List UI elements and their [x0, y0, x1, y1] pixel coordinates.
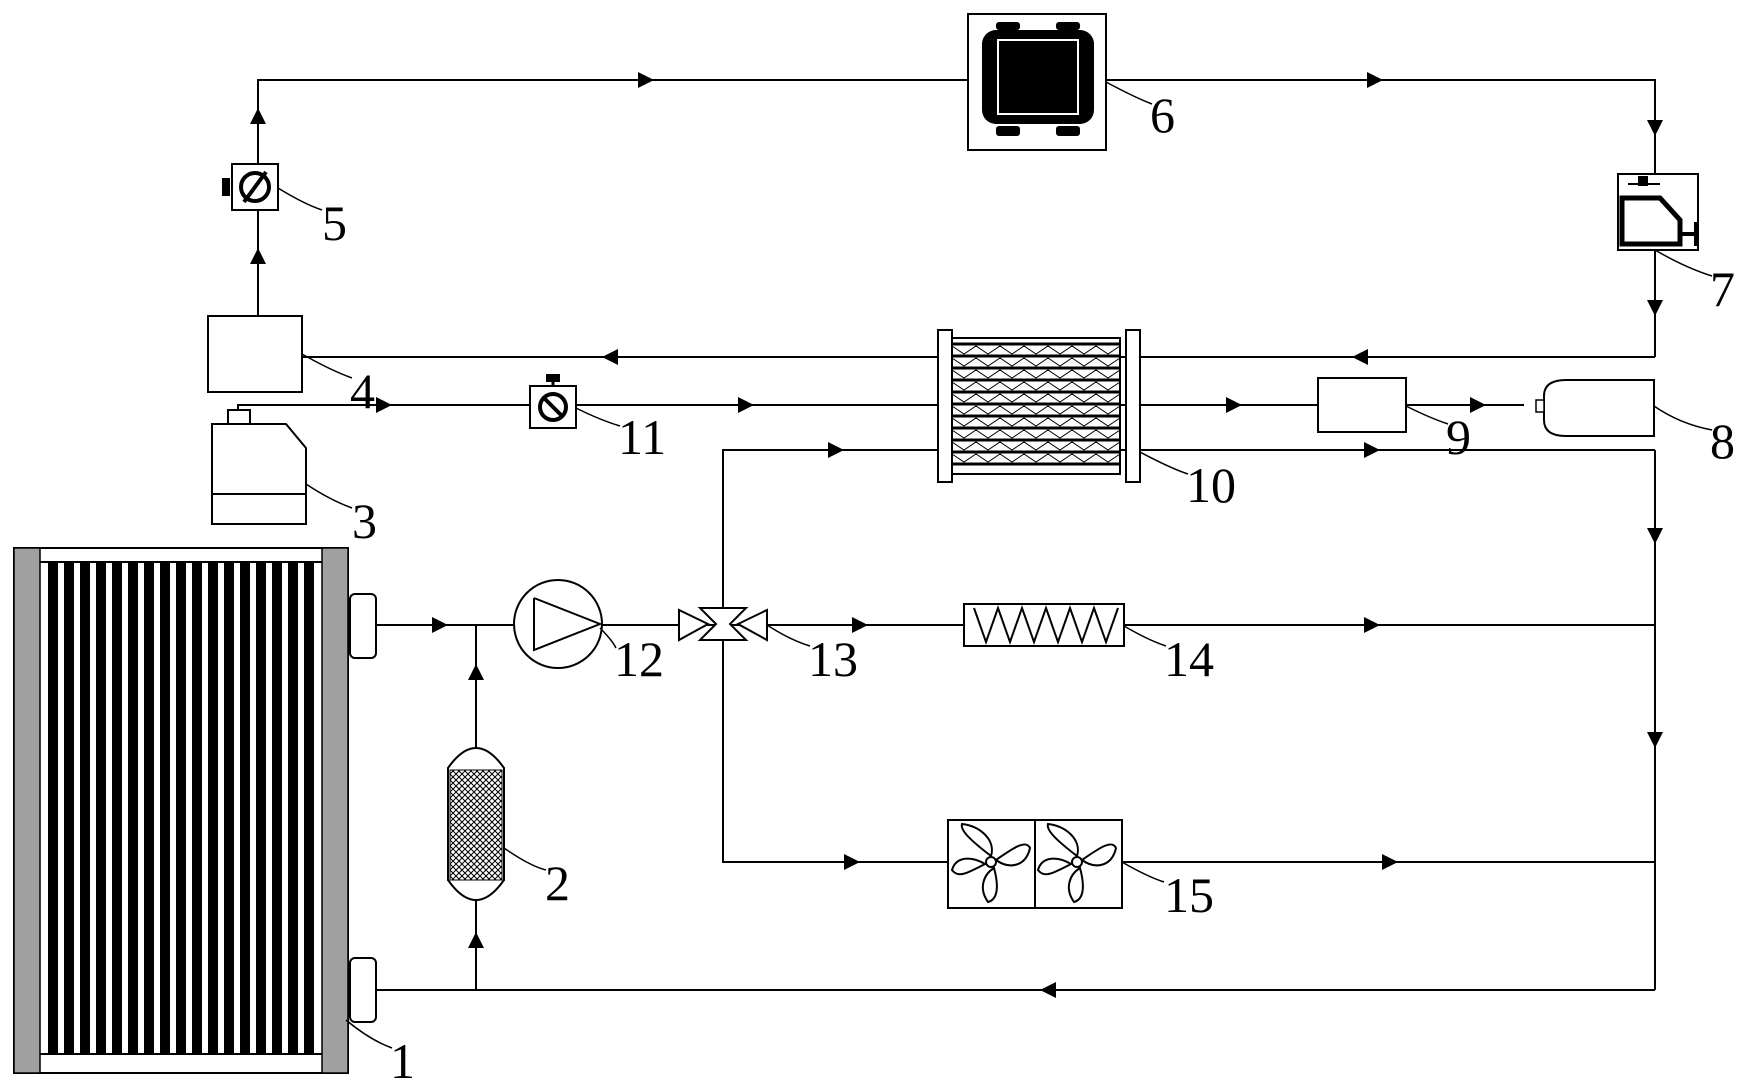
leader-1	[346, 1020, 392, 1048]
stack-plate	[224, 562, 234, 1054]
label-6: 6	[1150, 87, 1175, 143]
arrow-up	[250, 248, 266, 264]
leader-6	[1106, 82, 1152, 104]
stack-plate	[96, 562, 106, 1054]
stack-plate	[240, 562, 250, 1054]
component-6-radiator	[968, 14, 1106, 150]
stack-plate	[288, 562, 298, 1054]
component-14-heater	[964, 604, 1124, 646]
arrow-right	[828, 442, 844, 458]
leader-8	[1654, 406, 1712, 430]
label-10: 10	[1186, 457, 1236, 513]
stack-plate	[128, 562, 138, 1054]
arrow-right	[844, 854, 860, 870]
stack-plate	[64, 562, 74, 1054]
label-8: 8	[1710, 413, 1735, 469]
label-7: 7	[1710, 261, 1735, 317]
stack-plate	[112, 562, 122, 1054]
component-11-valve	[530, 374, 576, 428]
arrow-left	[1040, 982, 1056, 998]
component-13-four-way-valve	[679, 608, 767, 640]
leader-9	[1406, 406, 1448, 424]
stack-plate	[176, 562, 186, 1054]
label-11: 11	[618, 409, 666, 465]
stack-plate	[208, 562, 218, 1054]
stack-plate	[192, 562, 202, 1054]
arrow-left	[1352, 349, 1368, 365]
arrow-right	[738, 397, 754, 413]
arrow-right	[432, 617, 448, 633]
label-4: 4	[350, 363, 375, 419]
pipe-top-loop	[258, 80, 1655, 316]
arrow-down	[1647, 300, 1663, 316]
component-9-box	[1318, 378, 1406, 432]
leader-5	[278, 188, 322, 210]
leader-11	[576, 408, 620, 426]
arrow-right	[1364, 617, 1380, 633]
label-13: 13	[808, 631, 858, 687]
arrow-up	[468, 664, 484, 680]
label-15: 15	[1164, 867, 1214, 923]
stack-plate	[272, 562, 282, 1054]
leader-7	[1655, 250, 1712, 276]
leader-15	[1122, 862, 1164, 882]
arrow-right	[1367, 72, 1383, 88]
component-10-heat-exchanger	[938, 330, 1140, 482]
label-9: 9	[1446, 409, 1471, 465]
arrow-right	[1364, 442, 1380, 458]
stack-plates	[48, 562, 314, 1054]
arrow-up	[468, 932, 484, 948]
arrow-down	[1647, 120, 1663, 136]
arrow-right	[376, 397, 392, 413]
label-1: 1	[390, 1033, 415, 1089]
arrow-right	[1382, 854, 1398, 870]
component-2-filter	[448, 748, 504, 900]
label-2: 2	[545, 855, 570, 911]
component-15-fans	[948, 820, 1122, 908]
stack-plate	[160, 562, 170, 1054]
arrow-up	[250, 108, 266, 124]
stack-plate	[256, 562, 266, 1054]
label-3: 3	[352, 493, 377, 549]
component-4-box	[208, 316, 302, 392]
arrow-right	[638, 72, 654, 88]
stack-plate	[304, 562, 314, 1054]
component-7-unit	[1618, 174, 1698, 250]
stack-plate	[48, 562, 58, 1054]
label-12: 12	[614, 631, 664, 687]
component-3-tank	[212, 410, 306, 524]
arrow-down	[1647, 732, 1663, 748]
stack-plate	[144, 562, 154, 1054]
leader-10	[1140, 452, 1188, 474]
leader-14	[1124, 626, 1166, 646]
component-1-stack	[14, 548, 376, 1073]
label-14: 14	[1164, 631, 1214, 687]
stack-plate	[80, 562, 90, 1054]
arrow-down	[1647, 528, 1663, 544]
arrow-left	[602, 349, 618, 365]
component-5-valve	[222, 164, 278, 210]
leader-2	[504, 848, 546, 870]
leader-13	[767, 625, 810, 646]
component-12-pump	[514, 580, 602, 668]
leader-3	[306, 484, 352, 508]
arrow-right	[1226, 397, 1242, 413]
label-5: 5	[322, 195, 347, 251]
arrow-right	[1470, 397, 1486, 413]
component-8-cylinder	[1536, 380, 1654, 436]
